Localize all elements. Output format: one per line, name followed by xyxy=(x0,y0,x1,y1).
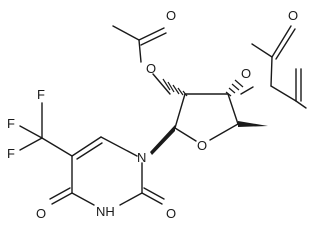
atom-label-o-c4: O xyxy=(36,206,46,221)
atom-label-o-ester-2: O xyxy=(241,66,251,81)
atom-label-f1: F xyxy=(37,87,45,102)
molecule-diagram: O O O O O N NH O O F F F xyxy=(7,8,307,221)
acetyl-group-1 xyxy=(112,25,171,95)
pyrimidine-ring xyxy=(19,102,165,206)
atom-label-o-c2: O xyxy=(166,206,176,221)
atom-label-o-carbonyl-1: O xyxy=(166,8,176,23)
atom-label-o-ring: O xyxy=(197,138,207,153)
atom-label-n1: N xyxy=(137,150,146,165)
atom-label-o-ester-1: O xyxy=(146,61,156,76)
atom-label-f2: F xyxy=(7,116,15,131)
furanose-ring xyxy=(150,78,268,155)
atom-label-o-carbonyl-2: O xyxy=(288,8,298,23)
atom-label-n3: NH xyxy=(96,204,115,219)
acetyl-group-2 xyxy=(240,68,307,109)
atom-label-f3: F xyxy=(7,146,15,161)
